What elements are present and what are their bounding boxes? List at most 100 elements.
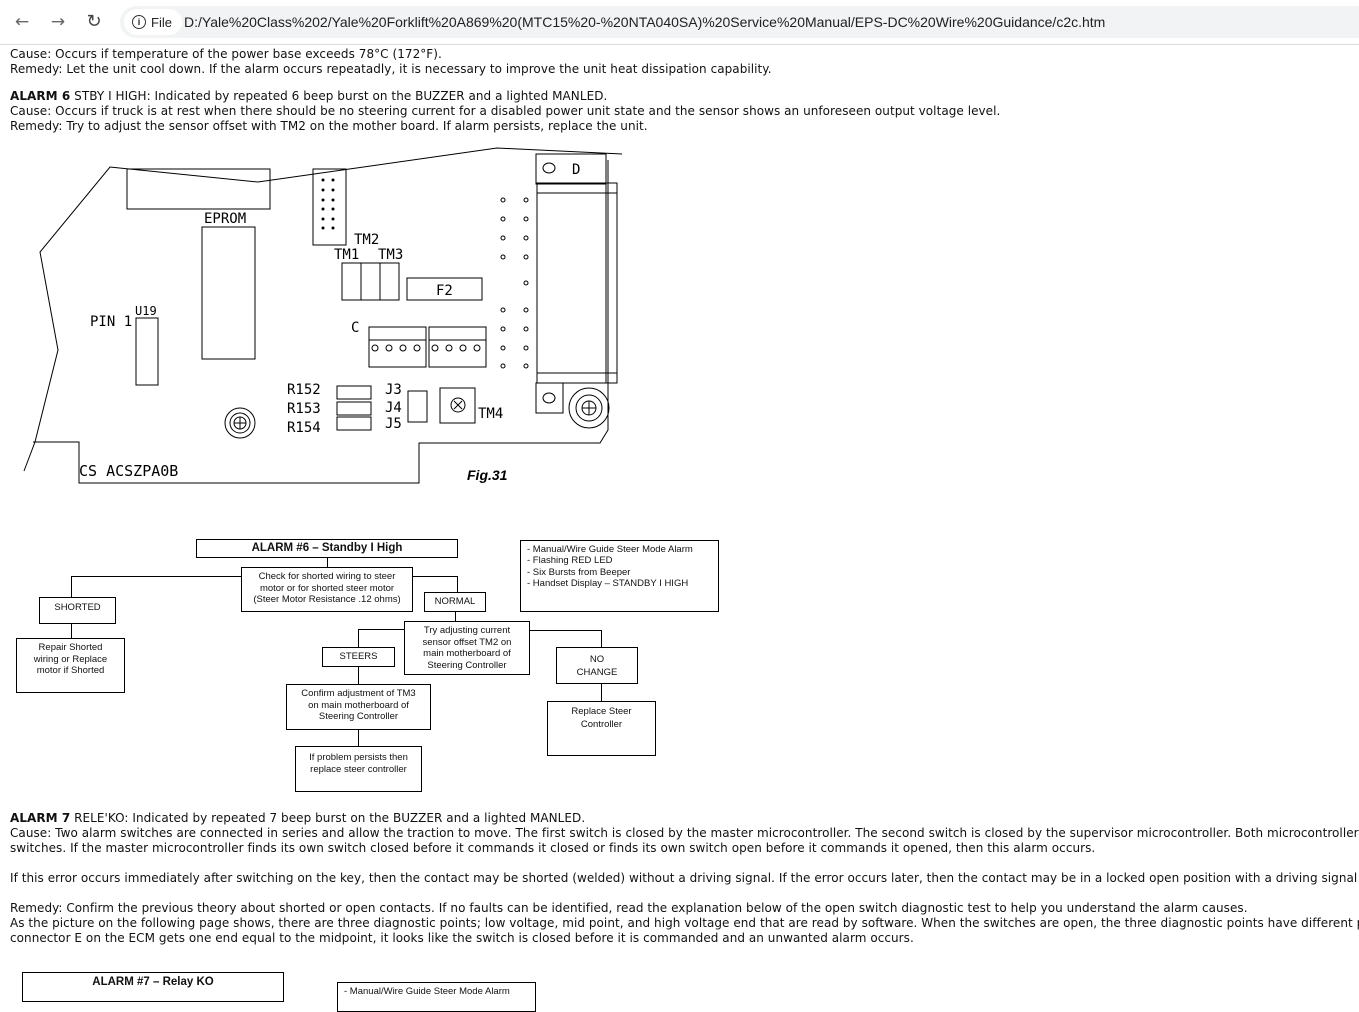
alarm6-remedy: Remedy: Try to adjust the sensor offset … <box>10 119 648 133</box>
connector-line <box>358 666 359 684</box>
alarm6-heading: ALARM 6 STBY I HIGH: Indicated by repeat… <box>10 89 607 104</box>
tm2-trimmer <box>360 262 381 301</box>
eprom-label: EPROM <box>204 211 246 227</box>
alarm7-title: RELE'KO: Indicated by repeated 7 beep bu… <box>70 811 586 825</box>
alarm7-label: ALARM 7 <box>10 811 71 825</box>
tm3-label: TM3 <box>378 247 403 263</box>
tm1-trimmer <box>341 262 362 301</box>
j4-label: J4 <box>385 400 402 416</box>
j3-label: J3 <box>385 382 402 398</box>
flowchart-title: ALARM #6 – Standby I High <box>196 539 458 558</box>
alarm7-cause: Cause: Two alarm switches are connected … <box>10 826 1359 840</box>
tm4-trimmer <box>439 387 476 424</box>
connector-c-right <box>428 326 487 368</box>
tm1-label: TM1 <box>334 247 359 263</box>
connector-line <box>455 611 456 621</box>
connector-line <box>71 576 72 597</box>
info-line: - Flashing RED LED <box>527 555 613 567</box>
box-line: motor or for shorted steer motor <box>259 582 395 594</box>
connector-line <box>601 630 602 647</box>
box-line: main motherboard of <box>423 648 511 659</box>
box-line: on main motherboard of <box>308 699 409 711</box>
tm3-trimmer <box>379 262 400 301</box>
connector-pins <box>500 197 529 369</box>
eprom-chip <box>201 226 256 360</box>
connector-line <box>71 623 72 638</box>
box-line: wiring or Replace <box>33 653 108 665</box>
steers-box: STEERS <box>322 647 395 667</box>
arrow-left-icon[interactable]: ← <box>14 12 30 32</box>
box-line: motor if Shorted <box>36 665 105 676</box>
connector-line <box>327 557 328 567</box>
site-info-button[interactable]: i File <box>124 9 182 35</box>
alarm5-remedy: Remedy: Let the unit cool down. If the a… <box>10 62 772 76</box>
alarm7-error: If this error occurs immediately after s… <box>10 871 1358 885</box>
alarm7-info-box: - Manual/Wire Guide Steer Mode Alarm <box>337 982 536 1012</box>
box-line: Steering Controller <box>427 659 507 671</box>
box-line: NO <box>589 653 605 665</box>
box-line: If problem persists then <box>309 752 408 763</box>
board-id-label: CS ACSZPA0B <box>79 462 178 480</box>
box-line: Repair Shorted <box>38 642 103 653</box>
box-line: CHANGE <box>576 666 618 678</box>
connector-c-label: C <box>351 320 359 336</box>
tm4-label: TM4 <box>478 406 503 422</box>
connector-line <box>601 683 602 701</box>
address-bar[interactable]: i File D:/Yale%20Class%202/Yale%20Forkli… <box>120 6 1359 38</box>
box-line: (Steer Motor Resistance .12 ohms) <box>253 594 401 605</box>
alarm5-cause: Cause: Occurs if temperature of the powe… <box>10 47 442 61</box>
info-icon: i <box>132 15 146 29</box>
connector-line <box>358 629 359 647</box>
r152-resistor <box>336 385 372 400</box>
box-line: Controller <box>580 719 623 730</box>
alarm-info-box: - Manual/Wire Guide Steer Mode Alarm- Fl… <box>520 540 719 612</box>
reload-icon[interactable]: ↻ <box>86 11 102 32</box>
alarm7-heading: ALARM 7 RELE'KO: Indicated by repeated 7… <box>10 811 585 826</box>
r153-resistor <box>336 401 372 416</box>
normal-box: NORMAL <box>424 592 486 612</box>
figure-caption: Fig.31 <box>467 467 508 483</box>
connector-line <box>529 630 601 631</box>
alarm7-remedy-cont: As the picture on the following page sho… <box>10 916 1359 930</box>
flowchart7-title: ALARM #7 – Relay KO <box>22 972 284 1002</box>
alarm6-cause: Cause: Occurs if truck is at rest when t… <box>10 104 1001 118</box>
box-line: Replace Steer <box>571 706 632 717</box>
box-line: sensor offset TM2 on <box>422 636 512 648</box>
arrow-right-icon[interactable]: → <box>50 12 66 32</box>
connector-d-label: D <box>572 162 580 178</box>
browser-toolbar: ← → ↻ i File D:/Yale%20Class%202/Yale%20… <box>0 0 1359 45</box>
pin1-label: PIN 1 <box>90 314 132 330</box>
connector-line <box>412 576 457 577</box>
jumper-block <box>407 390 428 423</box>
circuit-board-figure: EPROM TM2 TM1 TM3 F2 D U19 PIN 1 C R152 … <box>23 147 623 484</box>
screw-hole-icon <box>224 407 256 439</box>
info-line: - Manual/Wire Guide Steer Mode Alarm <box>527 544 693 555</box>
tm2-label: TM2 <box>354 232 379 248</box>
box-line: Steering Controller <box>318 711 399 722</box>
alarm6-title: STBY I HIGH: Indicated by repeated 6 bee… <box>70 89 608 103</box>
connector-line <box>358 629 404 630</box>
board-outline <box>23 147 623 472</box>
connector-line <box>457 576 458 592</box>
box-line: replace steer controller <box>310 763 407 775</box>
f2-fuse <box>406 277 483 301</box>
connector-c-left <box>368 326 427 368</box>
info-line: - Handset Display – STANDBY I HIGH <box>527 577 689 589</box>
screw-hole-icon <box>568 387 610 429</box>
box-line: Try adjusting current <box>423 625 511 636</box>
alarm7-cause-cont: switches. If the master microcontroller … <box>10 841 1096 855</box>
r154-label: R154 <box>287 420 321 436</box>
url-text[interactable]: D:/Yale%20Class%202/Yale%20Forklift%20A8… <box>184 14 1106 30</box>
j5-label: J5 <box>385 416 402 432</box>
box-line: Check for shorted wiring to steer <box>258 571 396 582</box>
alarm7-remedy: Remedy: Confirm the previous theory abou… <box>10 901 1248 915</box>
u19-label: U19 <box>135 304 157 318</box>
u19-chip <box>135 317 159 386</box>
